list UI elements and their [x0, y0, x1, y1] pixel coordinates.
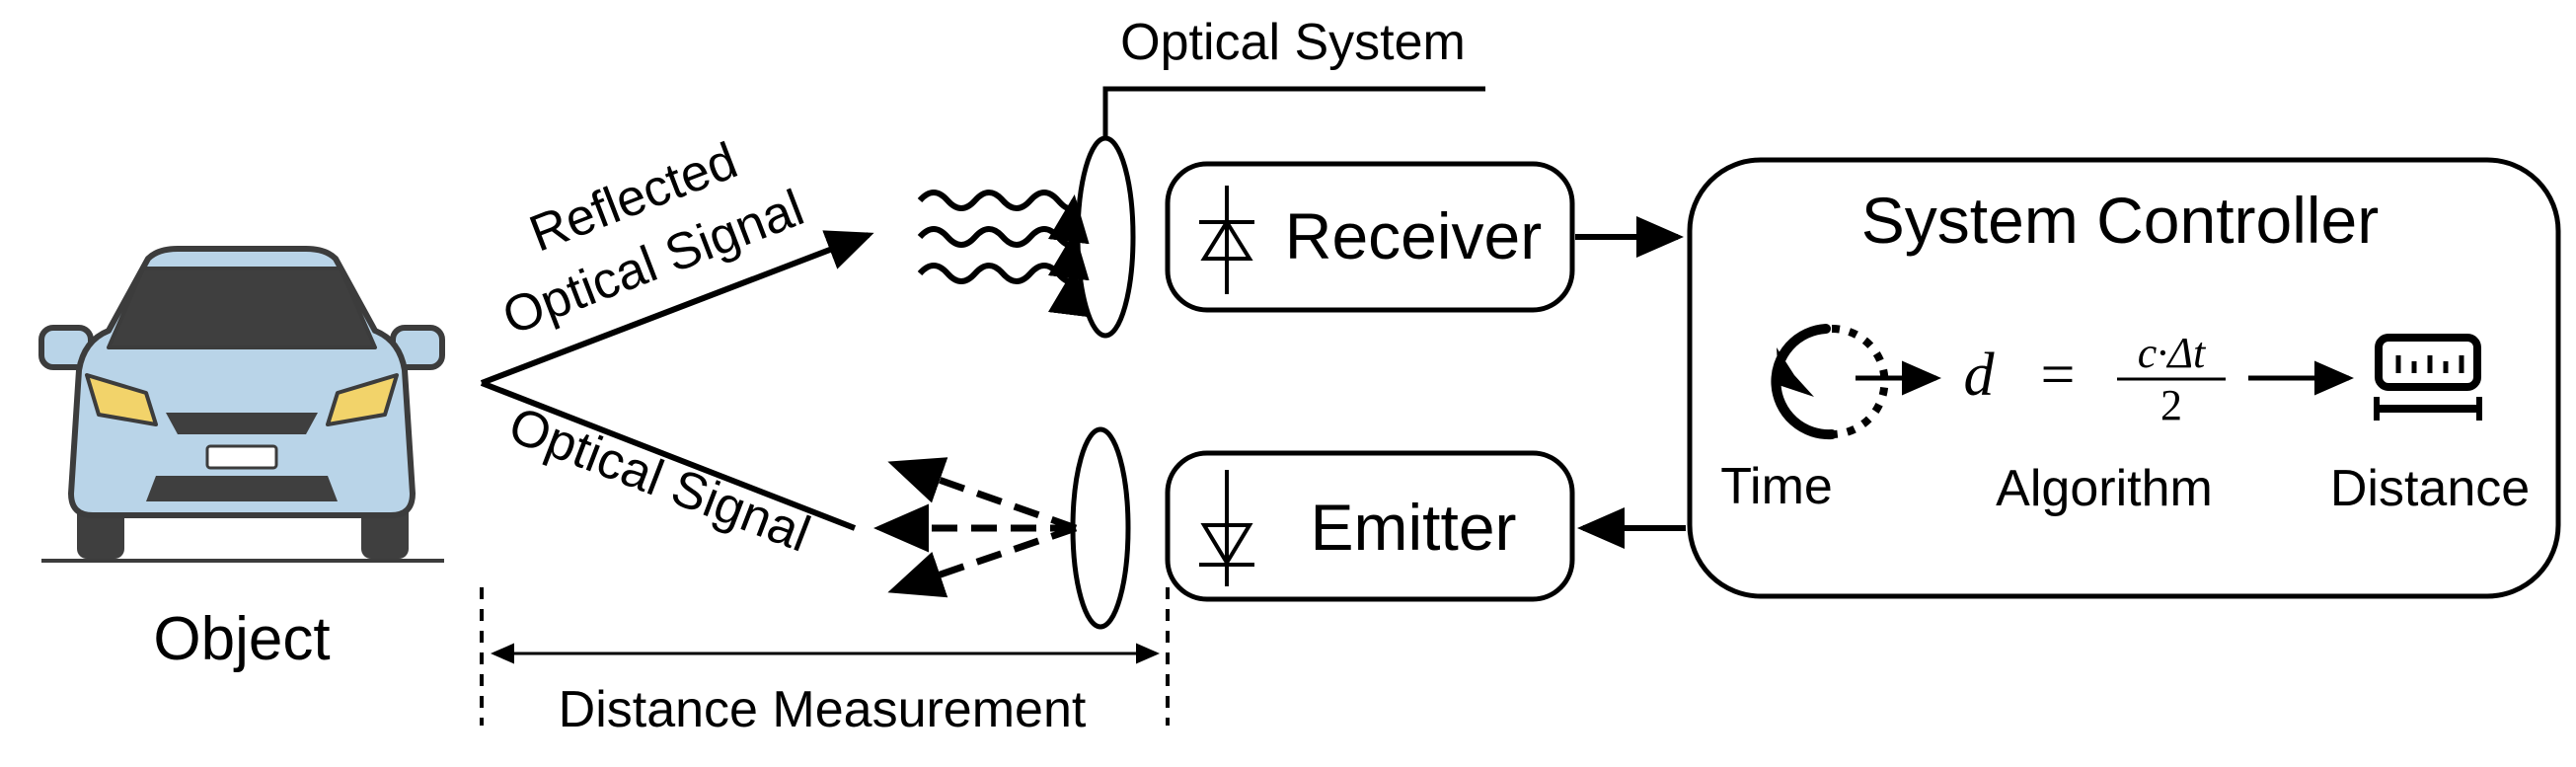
formula-equals: =: [2041, 342, 2076, 409]
formula-numerator: c·Δt: [2138, 329, 2207, 377]
emitter-label: Emitter: [1310, 491, 1516, 564]
formula-denominator: 2: [2160, 381, 2182, 429]
lens-icon: [1070, 426, 1131, 630]
object-label: Object: [153, 605, 330, 673]
headlight-right: [326, 373, 399, 426]
distance-meter-icon: [2374, 334, 2482, 421]
emitted-signal-arrows: [873, 457, 1078, 598]
system-controller-title: System Controller: [1861, 184, 2380, 257]
optical-signal-label: Optical Signal: [501, 397, 817, 564]
receiver-box: Receiver: [1165, 161, 1575, 313]
formula: d = c·Δt 2: [1964, 329, 2226, 429]
bumper-intake: [146, 476, 338, 501]
license-plate: [205, 444, 278, 470]
reflected-signal-arrow: [480, 230, 874, 386]
system-controller-box: System Controller Time d = c·Δt 2 Algori…: [1687, 157, 2561, 599]
grille: [166, 413, 318, 434]
receiver-label: Receiver: [1285, 199, 1542, 272]
distance-measurement-label: Distance Measurement: [559, 681, 1087, 738]
headlight-left: [85, 373, 158, 426]
photodiode-icon: [1199, 186, 1254, 294]
optical-system-leader: [1102, 86, 1485, 138]
wave-icon: [917, 190, 1090, 318]
formula-lhs: d: [1964, 342, 1996, 409]
lens-icon: [1075, 135, 1136, 339]
time-label: Time: [1720, 458, 1833, 515]
clock-icon: [1771, 324, 1889, 440]
optical-system-label: Optical System: [1120, 14, 1466, 71]
car-icon: [38, 246, 445, 563]
optical-signal-line: [480, 380, 857, 531]
emitter-box: Emitter: [1165, 450, 1575, 602]
windshield: [107, 267, 377, 349]
algorithm-label: Algorithm: [1996, 460, 2213, 517]
laser-diode-icon: [1199, 470, 1254, 586]
distance-label: Distance: [2330, 460, 2530, 517]
